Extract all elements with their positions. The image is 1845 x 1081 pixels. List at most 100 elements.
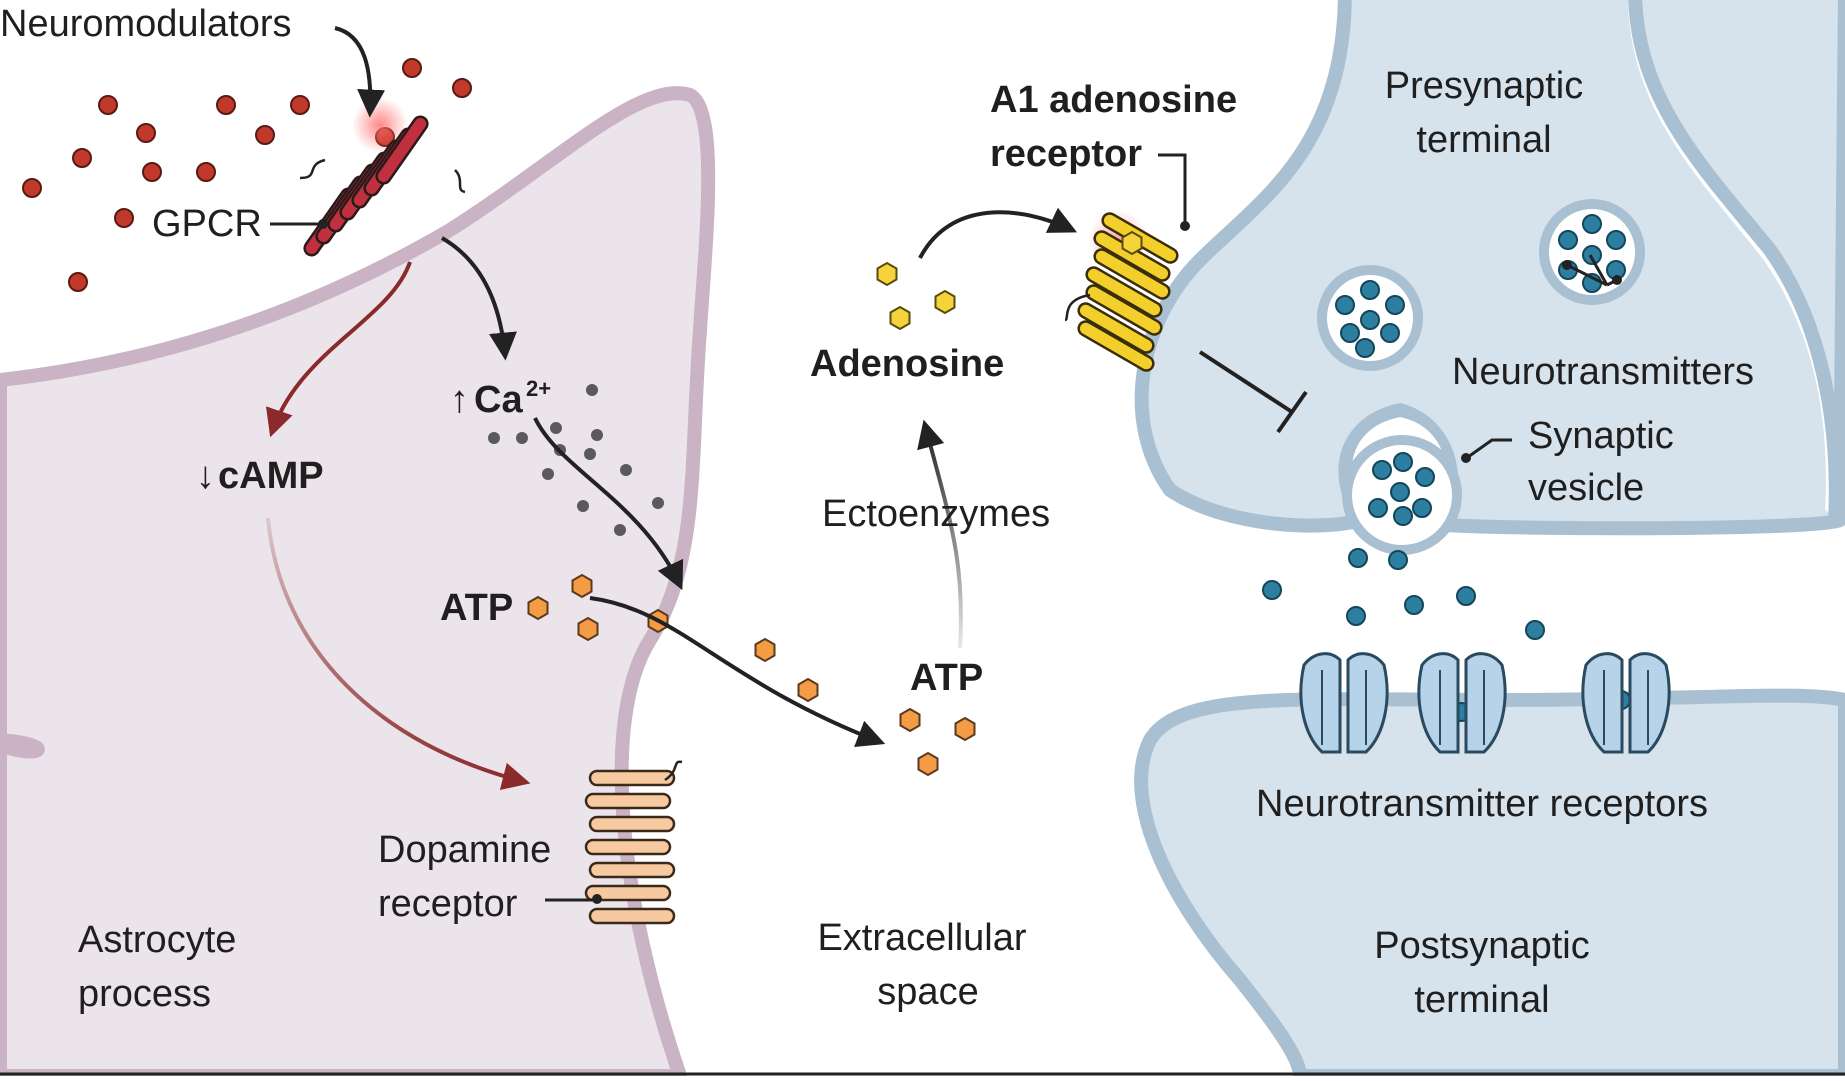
atp-hexagon: [571, 573, 593, 599]
calcium-dot: [584, 448, 596, 460]
camp-to-dopamine-arrow: [266, 517, 531, 791]
postsynaptic-terminal: [1134, 688, 1845, 1081]
presynaptic-label-line2: terminal: [1416, 119, 1551, 161]
dopamine-receptor: [584, 760, 683, 925]
neurotransmitter-dot: [1346, 606, 1366, 626]
nt-receptor-channel: [1299, 652, 1389, 754]
dopamine-helix: [584, 792, 672, 810]
gpcr-receptor: [299, 97, 466, 257]
ectoenzymes-label: Ectoenzymes: [822, 493, 1050, 535]
camp-label-group: ↓ cAMP: [196, 455, 324, 497]
neurotransmitter-dot: [1355, 338, 1375, 358]
neurotransmitter-dot: [1360, 280, 1380, 300]
a1-receptor-label-line1: A1 adenosine: [990, 79, 1237, 121]
neuromodulator-dot: [216, 95, 236, 115]
a1-receptor-label-line2: receptor: [990, 133, 1142, 175]
calcium-dot: [614, 524, 626, 536]
neurotransmitter-dot: [1385, 295, 1405, 315]
dopamine-tail: [664, 760, 683, 782]
calcium-up-arrow: ↑: [450, 379, 469, 421]
postsynaptic-label-line2: terminal: [1414, 979, 1549, 1021]
a1-leader-line: [1158, 153, 1190, 231]
a1-tail: [1064, 293, 1091, 322]
gpcr-tail: [299, 158, 326, 180]
neurotransmitter-dot: [1393, 452, 1413, 472]
atp-hexagon: [899, 707, 921, 733]
nt-receptor-channel: [1581, 652, 1671, 754]
neurotransmitters: [1262, 214, 1631, 722]
neuromodulator-dot: [255, 125, 275, 145]
neurotransmitter-dot: [1360, 310, 1380, 330]
atp-hexagon: [577, 616, 599, 642]
neurotransmitter-dot: [1390, 482, 1410, 502]
postsynaptic-label-line1: Postsynaptic: [1374, 925, 1589, 967]
gpcr-to-calcium-arrow: [440, 236, 517, 361]
adenosine-hexagon: [1121, 230, 1143, 256]
neurotransmitter-dot: [1606, 230, 1626, 250]
atp-release-arrow: [589, 596, 886, 747]
extracellular-label-line1: Extracellular: [817, 917, 1026, 959]
calcium-superscript: 2+: [526, 376, 551, 401]
neuromodulator-dot: [114, 208, 134, 228]
neurotransmitter-dot: [1456, 586, 1476, 606]
nt-receptor-left-half: [1581, 652, 1624, 754]
neuromodulator-dot: [290, 95, 310, 115]
atp-hexagon: [754, 637, 776, 663]
calcium-dot: [652, 497, 664, 509]
neuromodulators-label: Neuromodulators: [0, 3, 291, 45]
presynaptic-label-line1: Presynaptic: [1385, 65, 1584, 107]
neuromodulator-dot: [136, 123, 156, 143]
dopamine-helix: [588, 907, 676, 925]
calcium-dot: [620, 464, 632, 476]
neurotransmitter-dot: [1388, 550, 1408, 570]
calcium-dot: [586, 384, 598, 396]
nt-receptor-left-half: [1417, 652, 1460, 754]
neurotransmitter-dot: [1525, 620, 1545, 640]
neurotransmitter-dot: [1368, 498, 1388, 518]
a1-helix: [1093, 248, 1171, 300]
calcium-dot: [488, 432, 500, 444]
calcium-label-group: ↑ Ca 2+: [450, 376, 551, 421]
dopamine-helix: [588, 861, 676, 879]
astrocyte-process: [0, 86, 716, 1081]
atp-hexagon: [527, 595, 549, 621]
dopamine-label-line1: Dopamine: [378, 829, 551, 871]
neuromodulator-dot: [402, 58, 422, 78]
calcium-dot: [577, 500, 589, 512]
adenosine-hexagon: [934, 289, 956, 315]
gpcr-to-camp-arrow: [266, 261, 412, 438]
calcium-dot: [516, 432, 528, 444]
synaptic-vesicle-leader: [1461, 438, 1512, 463]
synaptic-vesicle-label-line1: Synaptic: [1528, 415, 1674, 457]
neuromodulator-dot: [142, 162, 162, 182]
adenosine-to-a1-arrow: [918, 207, 1078, 259]
neuromodulator-dot: [98, 95, 118, 115]
neurotransmitters-leader: [1562, 254, 1622, 287]
dopamine-helix: [584, 838, 672, 856]
a1-helix: [1085, 284, 1163, 336]
a1-helix: [1077, 302, 1155, 354]
neurotransmitter-dot: [1348, 548, 1368, 568]
calcium-to-atp-arrow: [533, 417, 684, 591]
neurotransmitter-dot: [1335, 295, 1355, 315]
calcium-dot: [591, 429, 603, 441]
neurotransmitter-receptors: [1299, 652, 1671, 754]
dopamine-leader-line: [545, 894, 602, 904]
dopamine-helix: [588, 815, 676, 833]
nt-receptor-channel: [1417, 652, 1507, 754]
adenosine-label: Adenosine: [810, 343, 1004, 385]
neuromodulator-dot: [22, 178, 42, 198]
atp-to-adenosine-arrow: [917, 419, 963, 649]
neurotransmitter-dot: [1262, 580, 1282, 600]
dopamine-helix: [588, 769, 676, 787]
neuromodulator-dot: [68, 272, 88, 292]
astrocyte-label-line2: process: [78, 973, 211, 1015]
atp-inside-label: ATP: [440, 587, 513, 629]
extracellular-label-line2: space: [877, 971, 978, 1013]
atp-hexagon: [954, 716, 976, 742]
neurotransmitter-dot: [1372, 460, 1392, 480]
nt-receptor-right-half: [1346, 652, 1389, 754]
gpcr-tail: [454, 169, 466, 194]
